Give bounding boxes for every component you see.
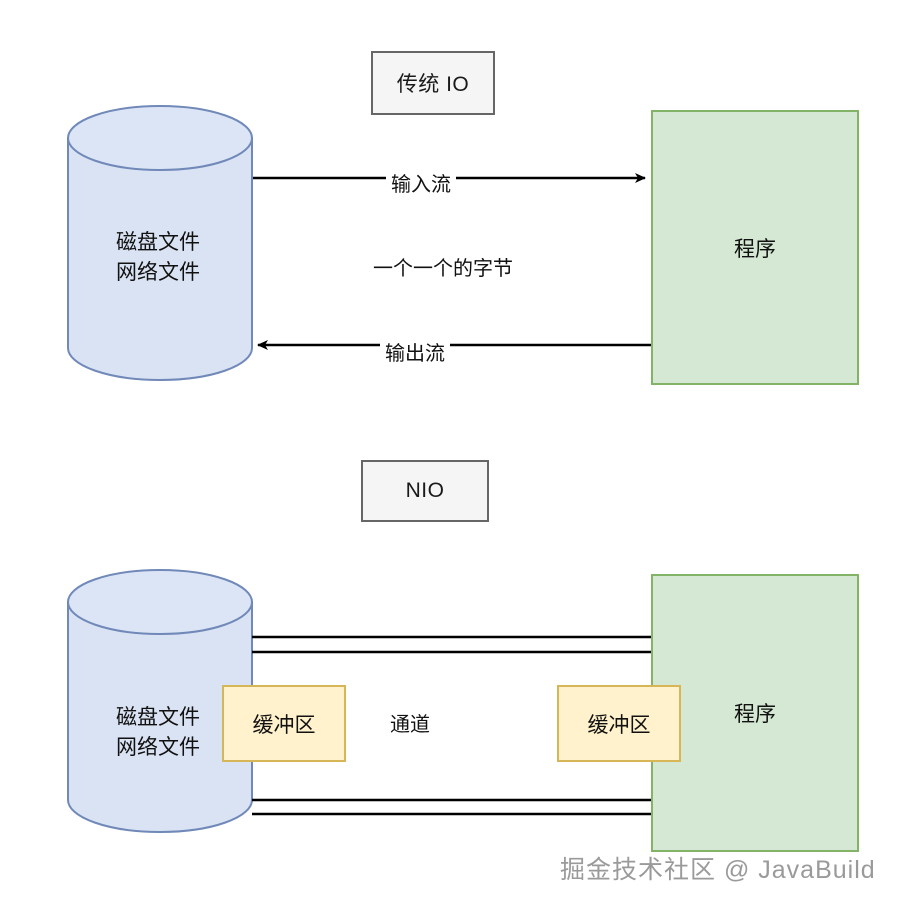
storage-label-nio: 磁盘文件 网络文件 — [116, 706, 200, 759]
input-stream-label: 输入流 — [386, 168, 456, 197]
output-stream-label: 输出流 — [380, 337, 450, 366]
program-box-nio: 程序 — [651, 574, 859, 852]
buffer-box-left: 缓冲区 — [222, 685, 346, 762]
program-box-io: 程序 — [651, 110, 859, 385]
channel-rail-bottom — [252, 798, 654, 816]
watermark: 掘金技术社区 @ JavaBuild — [560, 856, 876, 884]
channel-rail-top — [252, 635, 654, 654]
section-title-nio: NIO — [361, 460, 489, 522]
storage-cylinder-io — [67, 105, 253, 381]
storage-label-io: 磁盘文件 网络文件 — [116, 231, 200, 284]
storage-cylinder-nio — [67, 569, 253, 833]
buffer-box-right: 缓冲区 — [557, 685, 681, 762]
channel-label: 通道 — [385, 708, 435, 737]
byte-by-byte-label: 一个一个的字节 — [368, 252, 518, 281]
section-title-io: 传统 IO — [371, 51, 495, 115]
